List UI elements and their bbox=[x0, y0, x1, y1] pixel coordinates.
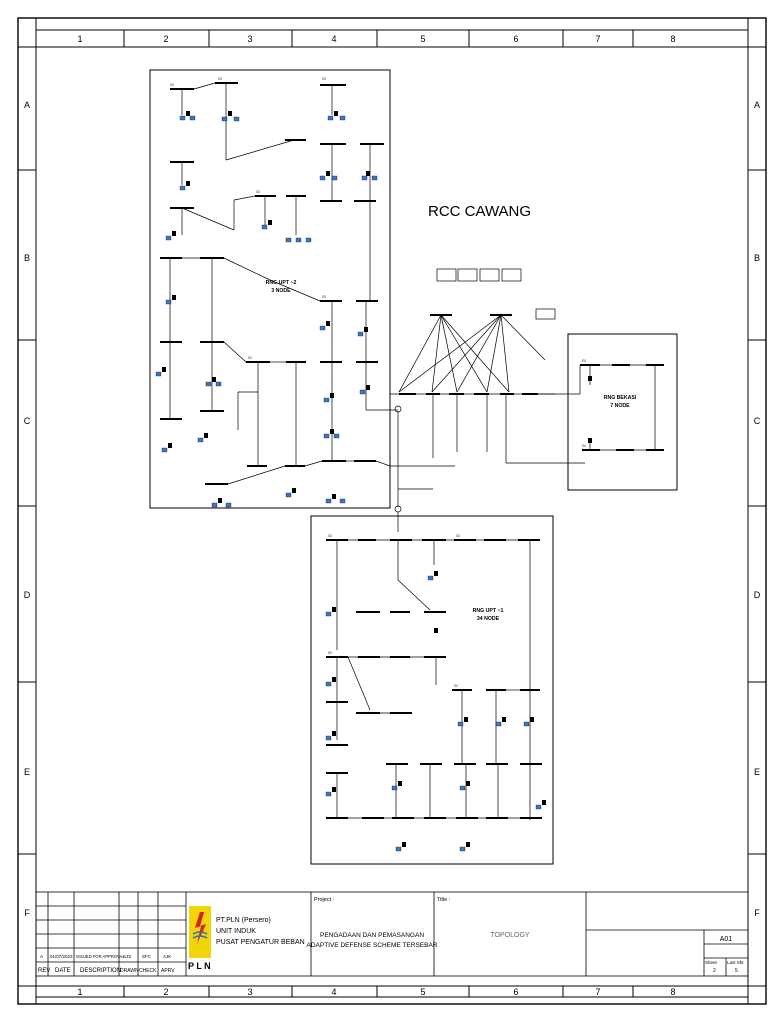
region-upt1-box bbox=[310, 515, 554, 865]
grid-row-e: E bbox=[24, 767, 30, 777]
drawing-number: A01 bbox=[720, 936, 733, 943]
rev-row-drawn: AJS bbox=[123, 954, 131, 959]
company-center: PUSAT PENGATUR BEBAN bbox=[216, 939, 305, 946]
project-line-1: PENGADAAN DAN PEMASANGAN bbox=[320, 932, 424, 939]
grid-col-2-bottom: 2 bbox=[163, 987, 168, 997]
rev-row-check: SFC bbox=[142, 954, 152, 959]
grid-row-f: F bbox=[24, 908, 30, 918]
grid-col-5-bottom: 5 bbox=[420, 987, 425, 997]
grid-col-3: 3 bbox=[247, 34, 252, 44]
grid-row-d: D bbox=[24, 590, 31, 600]
company-unit: UNIT INDUK bbox=[216, 928, 256, 935]
region-upt2-label: RNG UPT ~2 bbox=[266, 280, 297, 286]
grid-col-1: 1 bbox=[77, 34, 82, 44]
grid-col-3-bottom: 3 bbox=[247, 987, 252, 997]
device-icons bbox=[155, 115, 542, 852]
rev-header-check: CHECK bbox=[139, 968, 157, 974]
grid-row-d-right: D bbox=[754, 590, 761, 600]
grid-row-a-right: A bbox=[754, 100, 760, 110]
upt2-network bbox=[160, 82, 398, 485]
grid-row-c-right: C bbox=[754, 416, 761, 426]
substation-label: GI bbox=[582, 359, 586, 363]
rev-header-date: DATE bbox=[55, 968, 71, 974]
substation-label: GI bbox=[256, 190, 260, 194]
substation-label: GI bbox=[170, 83, 174, 87]
rev-row-description: ISSUED FOR APPROVAL bbox=[76, 954, 125, 959]
project-label: Project : bbox=[314, 897, 335, 903]
grid-row-a: A bbox=[24, 100, 30, 110]
outer-frame bbox=[17, 17, 767, 1005]
grid-col-7: 7 bbox=[595, 34, 600, 44]
region-bekasi-count: 7 NODE bbox=[610, 403, 630, 409]
rev-header-description: DESCRIPTION bbox=[80, 968, 121, 974]
column-dividers bbox=[36, 29, 748, 998]
region-upt2-count: 3 NODE bbox=[271, 288, 291, 294]
sheet-value: 2 bbox=[713, 968, 716, 974]
region-bekasi-label: RNG BEKASI bbox=[604, 395, 637, 401]
substation-label: GI bbox=[582, 444, 586, 448]
project-line-2: ADAPTIVE DEFENSE SCHEME TERSEBAR bbox=[307, 942, 438, 949]
substation-label: GI bbox=[328, 534, 332, 538]
rcc-title: RCC CAWANG bbox=[428, 203, 531, 220]
grid-col-8-bottom: 8 bbox=[670, 987, 675, 997]
substation-label: GI bbox=[248, 356, 252, 360]
upt1-network bbox=[326, 539, 542, 820]
company-name: PT.PLN (Persero) bbox=[216, 917, 271, 924]
grid-row-e-right: E bbox=[754, 767, 760, 777]
pln-logo-text: P L N bbox=[188, 961, 211, 971]
rev-row-rev: A bbox=[40, 954, 43, 959]
region-upt1-count: 34 NODE bbox=[477, 616, 500, 622]
rev-header-rev: REV bbox=[38, 968, 50, 974]
region-upt1-label: RNG UPT ~1 bbox=[473, 608, 504, 614]
grid-col-6: 6 bbox=[513, 34, 518, 44]
device-blocks bbox=[162, 111, 592, 847]
rev-row-date: 01/07/2023 bbox=[50, 954, 73, 959]
grid-col-4-bottom: 4 bbox=[331, 987, 336, 997]
grid-col-7-bottom: 7 bbox=[595, 987, 600, 997]
grid-col-5: 5 bbox=[420, 34, 425, 44]
region-upt2-box bbox=[149, 69, 391, 509]
title-block bbox=[35, 891, 749, 977]
grid-col-8: 8 bbox=[670, 34, 675, 44]
grid-row-b: B bbox=[24, 253, 30, 263]
grid-col-2: 2 bbox=[163, 34, 168, 44]
substation-label: GI bbox=[322, 295, 326, 299]
bekasi-ring bbox=[538, 364, 664, 451]
grid-row-f-right: F bbox=[754, 908, 760, 918]
last-sheet-label: Last Sht bbox=[727, 960, 744, 965]
rev-header-aprv: APRV bbox=[161, 968, 175, 974]
grid-col-6-bottom: 6 bbox=[513, 987, 518, 997]
pln-logo bbox=[189, 906, 211, 970]
grid-row-c: C bbox=[24, 416, 31, 426]
substation-label: GI bbox=[454, 684, 458, 688]
row-dividers bbox=[18, 169, 766, 855]
grid-col-1-bottom: 1 bbox=[77, 987, 82, 997]
region-bekasi-box bbox=[567, 333, 678, 491]
substation-label: GI bbox=[328, 651, 332, 655]
substation-label: GI bbox=[456, 534, 460, 538]
grid-col-4: 4 bbox=[331, 34, 336, 44]
rcc-network bbox=[390, 268, 585, 532]
title-value: TOPOLOGY bbox=[490, 932, 529, 939]
substation-label: GI bbox=[218, 77, 222, 81]
title-label: Title : bbox=[437, 897, 451, 903]
rev-row-aprv: AJK bbox=[163, 954, 171, 959]
last-sheet-value: 5 bbox=[735, 968, 738, 974]
sheet-label: Sheet bbox=[705, 960, 718, 965]
rev-header-drawn: DRAWN bbox=[120, 968, 139, 974]
substation-label: GI bbox=[322, 77, 326, 81]
grid-row-b-right: B bbox=[754, 253, 760, 263]
